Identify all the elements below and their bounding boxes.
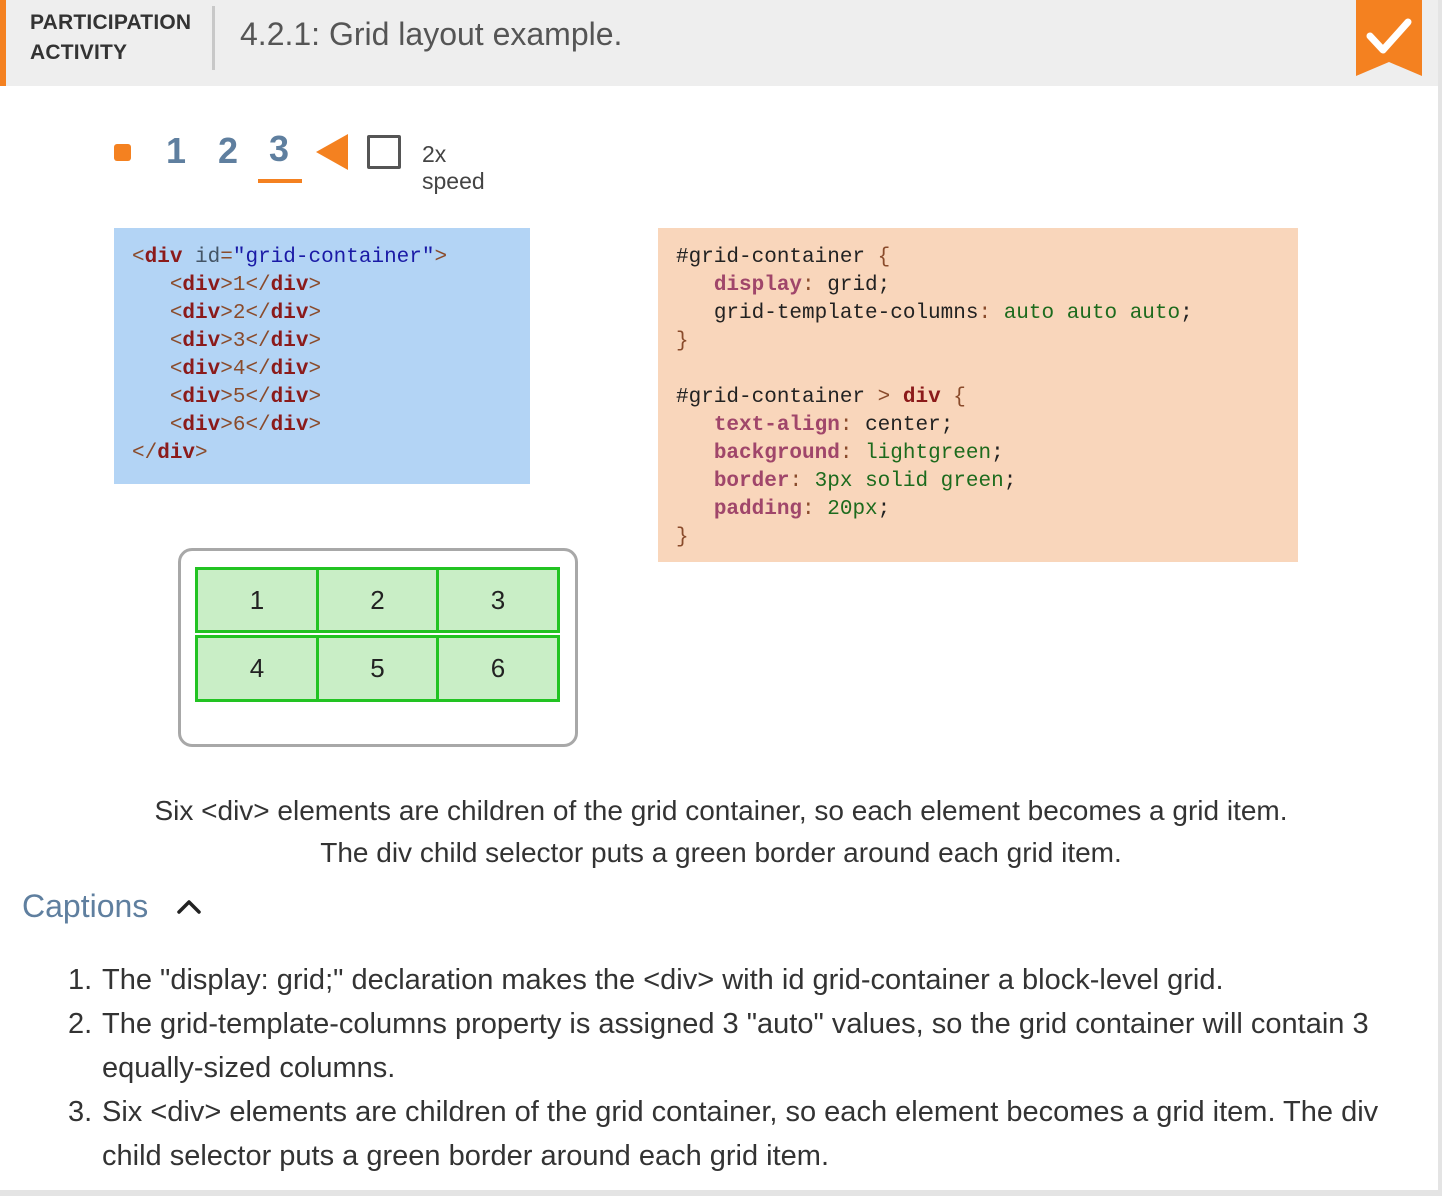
right-edge	[1438, 0, 1442, 1196]
grid-item: 4	[195, 635, 319, 702]
html-line-child: <div>2</div>	[169, 302, 322, 325]
grid-item: 5	[316, 635, 439, 702]
speed-label: 2x speed	[422, 141, 485, 194]
html-code-panel: <div id="grid-container"> <div>1</div> <…	[114, 228, 530, 484]
css-code-panel: #grid-container { display: grid; grid-te…	[658, 228, 1298, 562]
activity-type-line1: PARTICIPATION	[30, 11, 192, 34]
css-declaration: border: 3px solid green;	[713, 470, 1017, 493]
current-caption: Six <div> elements are children of the g…	[0, 790, 1442, 874]
css-declaration: text-align: center;	[713, 414, 954, 437]
caption-text: The "display: grid;" declaration makes t…	[102, 964, 1224, 996]
speed-checkbox[interactable]	[367, 135, 401, 169]
rendered-output-frame: 1 2 3 4 5 6	[178, 548, 578, 747]
css-declaration: grid-template-columns: auto auto auto;	[713, 302, 1193, 325]
html-line-open: <div id="grid-container">	[132, 246, 448, 269]
css-close-2: }	[676, 526, 689, 549]
html-line-child: <div>3</div>	[169, 330, 322, 353]
css-declaration: padding: 20px;	[713, 498, 891, 521]
captions-toggle[interactable]: Captions	[22, 888, 149, 924]
html-line-child: <div>4</div>	[169, 358, 322, 381]
activity-title: 4.2.1: Grid layout example.	[240, 16, 623, 52]
caption-item: 3.Six <div> elements are children of the…	[68, 1096, 1379, 1172]
activity-type-line2: ACTIVITY	[30, 41, 128, 64]
html-line-child: <div>1</div>	[169, 274, 322, 297]
css-declaration: background: lightgreen;	[713, 442, 1004, 465]
grid-item: 3	[436, 567, 560, 633]
current-step-indicator	[258, 179, 302, 183]
grid-item: 1	[195, 567, 319, 633]
activity-header: PARTICIPATION ACTIVITY 4.2.1: Grid layou…	[0, 0, 1438, 86]
checkmark-icon	[1356, 0, 1422, 76]
caption-text: The grid-template-columns property is as…	[102, 1008, 1369, 1084]
caption-item: 1.The "display: grid;" declaration makes…	[68, 964, 1224, 996]
html-line-close: </div>	[132, 442, 208, 465]
css-selector-2: #grid-container > div {	[676, 386, 966, 409]
activity-type-label: PARTICIPATION ACTIVITY	[30, 8, 191, 68]
caption-text: Six <div> elements are children of the g…	[102, 1096, 1379, 1172]
grid-item: 6	[436, 635, 560, 702]
step-3-button[interactable]: 3	[269, 128, 290, 169]
caption-item: 2.The grid-template-columns property is …	[68, 1008, 1369, 1084]
css-close-1: }	[676, 330, 689, 353]
play-back-icon[interactable]	[314, 132, 350, 172]
captions-list: 1.The "display: grid;" declaration makes…	[68, 958, 1388, 1178]
step-2-button[interactable]: 2	[218, 130, 239, 171]
css-selector-1: #grid-container {	[676, 246, 891, 269]
grid-item: 2	[316, 567, 439, 633]
bottom-edge	[0, 1190, 1442, 1196]
step-1-button[interactable]: 1	[166, 130, 187, 171]
chevron-up-icon[interactable]	[176, 896, 202, 916]
html-line-child: <div>6</div>	[169, 414, 322, 437]
css-declaration: display: grid;	[713, 274, 891, 297]
start-button[interactable]	[114, 144, 131, 161]
current-caption-line2: The div child selector puts a green bord…	[320, 837, 1122, 868]
html-line-child: <div>5</div>	[169, 386, 322, 409]
header-divider	[212, 6, 215, 70]
current-caption-line1: Six <div> elements are children of the g…	[154, 795, 1288, 826]
